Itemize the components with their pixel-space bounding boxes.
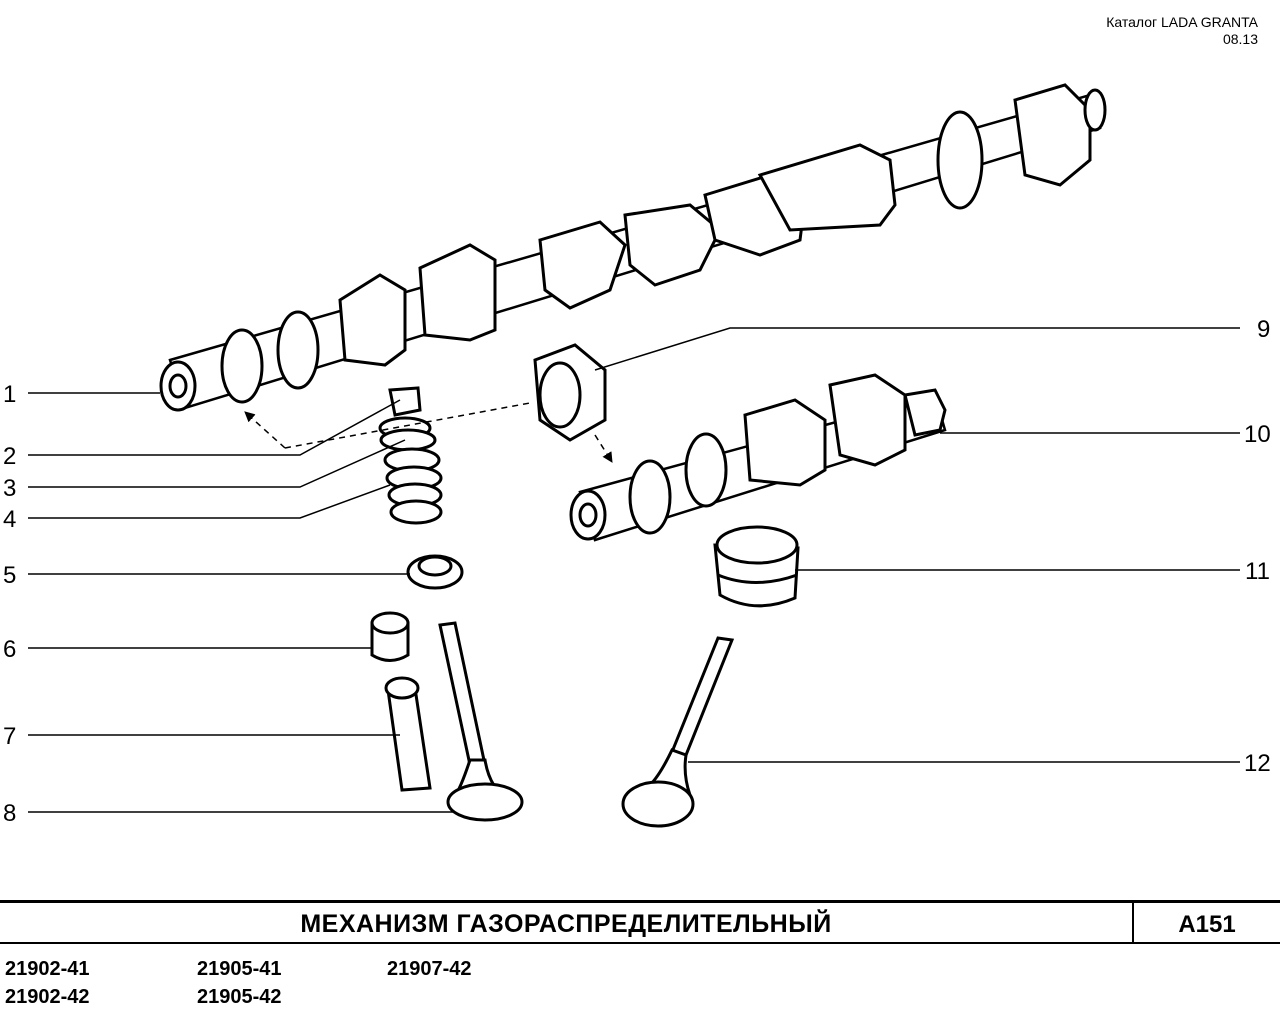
callout-5: 5	[3, 562, 16, 589]
callout-8: 8	[3, 800, 16, 827]
assembly-hint-lines	[244, 402, 613, 463]
catalog-title: Каталог LADA GRANTA	[1106, 14, 1258, 30]
spring-washer	[406, 554, 464, 590]
model-code: 21907-42	[387, 958, 472, 980]
page-title: МЕХАНИЗМ ГАЗОРАСПРЕДЕЛИТЕЛЬНЫЙ	[300, 910, 832, 938]
page-code: А151	[1178, 911, 1236, 938]
callout-12: 12	[1244, 750, 1271, 777]
callout-6: 6	[3, 636, 16, 663]
callout-3: 3	[3, 475, 16, 502]
callout-2: 2	[3, 443, 16, 470]
callout-9: 9	[1257, 316, 1270, 343]
callout-11: 11	[1245, 558, 1270, 585]
callout-numbers: 1 2 3 4 5 6 7 8 9 10 11 12	[3, 316, 1271, 827]
title-bar: МЕХАНИЗМ ГАЗОРАСПРЕДЕЛИТЕЛЬНЫЙ А151	[0, 900, 1280, 944]
valve-spring-assembly	[378, 386, 443, 525]
model-code: 21905-42	[197, 986, 282, 1008]
catalog-header: Каталог LADA GRANTA 08.13	[1106, 14, 1258, 48]
callout-4: 4	[3, 506, 16, 533]
model-code: 21902-41	[5, 958, 90, 980]
callout-1: 1	[3, 381, 16, 408]
parts-diagram: 1 2 3 4 5 6 7 8 9 10 11 12	[3, 83, 1271, 828]
catalog-date: 08.13	[1222, 31, 1258, 47]
camshaft-long	[159, 83, 1107, 412]
title-divider	[1132, 903, 1134, 942]
oil-seal	[533, 343, 607, 442]
callout-10: 10	[1244, 421, 1271, 448]
valve-right	[621, 636, 735, 828]
leader-lines	[28, 327, 1240, 813]
valve-stem-seal	[370, 611, 410, 662]
model-code: 21902-42	[5, 986, 90, 1008]
callout-7: 7	[3, 723, 16, 750]
model-code: 21905-41	[197, 958, 282, 980]
hydraulic-tappet	[713, 525, 800, 608]
camshaft-short	[569, 373, 947, 542]
valve-guide	[384, 676, 432, 792]
valve-left	[438, 621, 524, 822]
